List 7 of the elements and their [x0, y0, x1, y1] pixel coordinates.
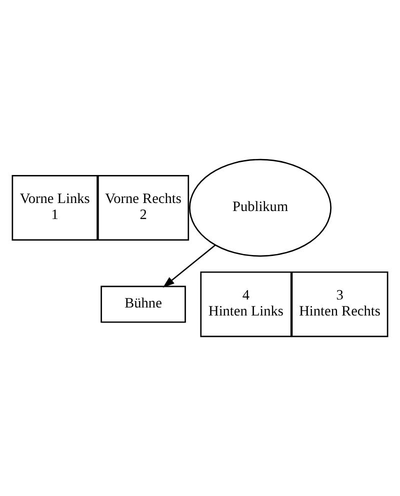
- node-box: Vorne Links 1: [12, 174, 98, 241]
- node-box: Bühne: [100, 286, 186, 323]
- node-box: 3 Hinten Rechts: [291, 271, 388, 338]
- node-box: 4 Hinten Links: [200, 271, 292, 338]
- arrow: [162, 244, 216, 288]
- node-box: Vorne Rechts 2: [98, 174, 190, 241]
- node-ellipse: Publikum: [189, 158, 332, 257]
